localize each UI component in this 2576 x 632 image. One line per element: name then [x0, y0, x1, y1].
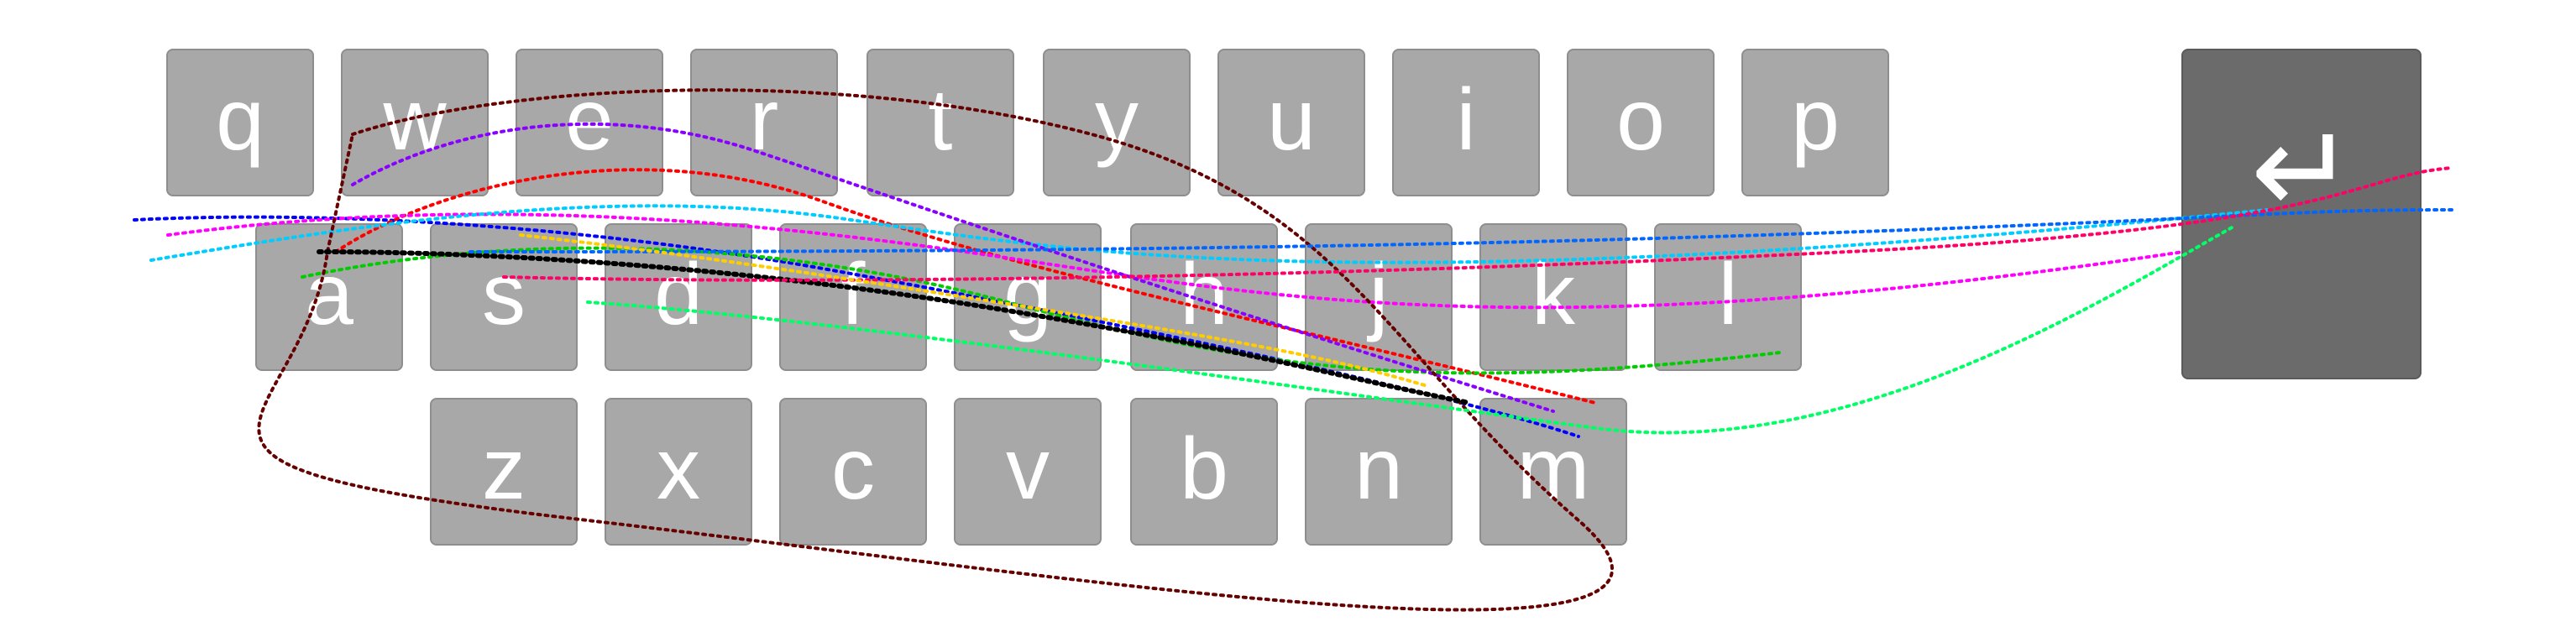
- key-v[interactable]: v: [954, 398, 1102, 546]
- key-r[interactable]: r: [690, 49, 838, 196]
- key-x[interactable]: x: [605, 398, 752, 546]
- key-u[interactable]: u: [1217, 49, 1365, 196]
- key-c[interactable]: c: [779, 398, 927, 546]
- key-w[interactable]: w: [341, 49, 489, 196]
- key-h[interactable]: h: [1130, 223, 1278, 371]
- key-z[interactable]: z: [430, 398, 578, 546]
- key-a[interactable]: a: [255, 223, 403, 371]
- key-y[interactable]: y: [1043, 49, 1191, 196]
- key-k[interactable]: k: [1479, 223, 1627, 371]
- key-l[interactable]: l: [1654, 223, 1802, 371]
- key-g[interactable]: g: [954, 223, 1102, 371]
- key-t[interactable]: t: [867, 49, 1014, 196]
- key-b[interactable]: b: [1130, 398, 1278, 546]
- enter-key[interactable]: ↵: [2181, 49, 2422, 379]
- enter-icon: ↵: [2250, 97, 2356, 243]
- key-i[interactable]: i: [1392, 49, 1540, 196]
- key-e[interactable]: e: [516, 49, 663, 196]
- key-d[interactable]: d: [605, 223, 752, 371]
- key-f[interactable]: f: [779, 223, 927, 371]
- key-m[interactable]: m: [1479, 398, 1627, 546]
- key-j[interactable]: j: [1305, 223, 1453, 371]
- key-s[interactable]: s: [430, 223, 578, 371]
- key-q[interactable]: q: [166, 49, 314, 196]
- key-o[interactable]: o: [1567, 49, 1715, 196]
- key-p[interactable]: p: [1741, 49, 1889, 196]
- key-n[interactable]: n: [1305, 398, 1453, 546]
